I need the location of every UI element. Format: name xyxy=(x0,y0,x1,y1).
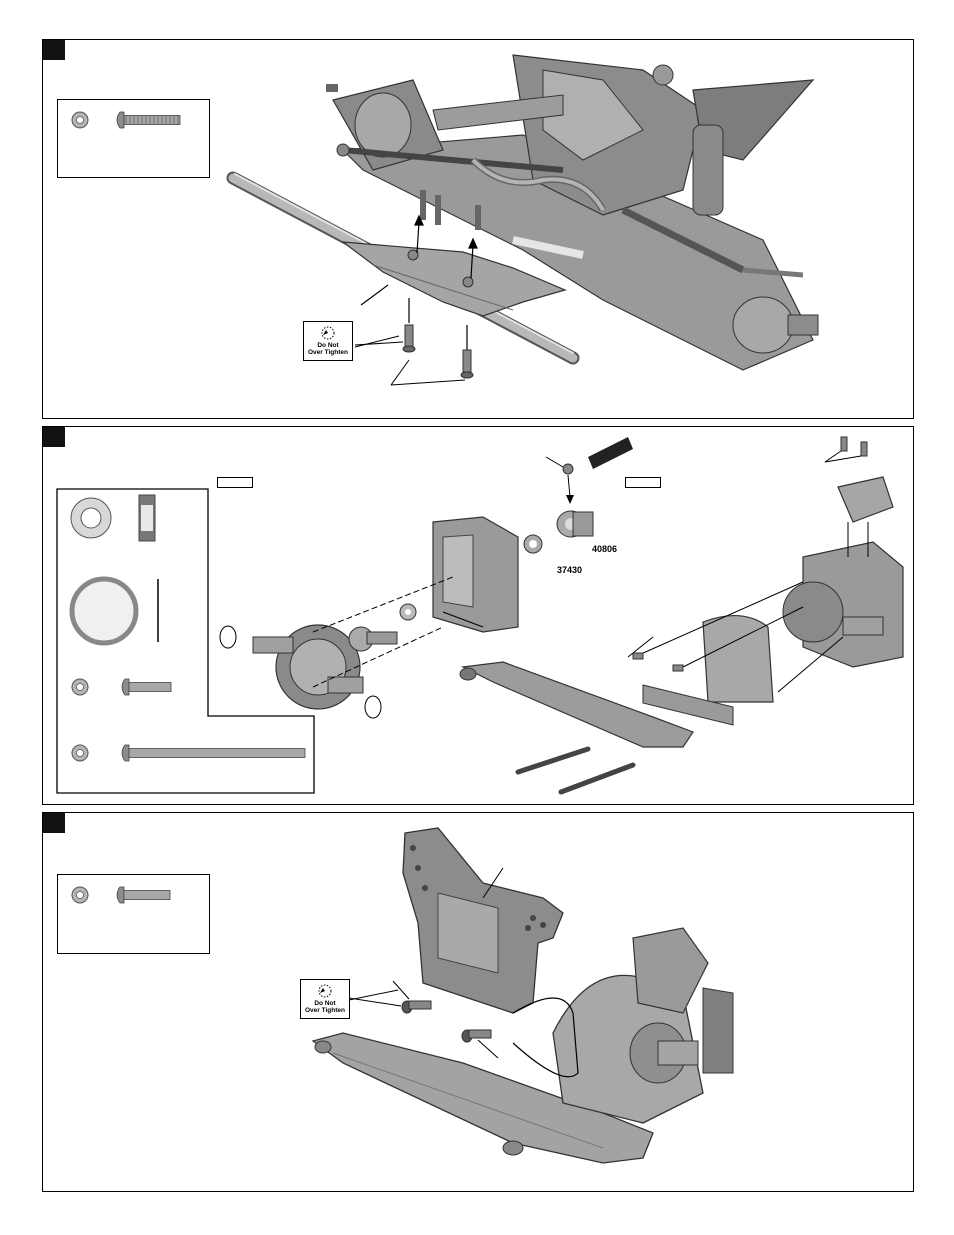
gearbox-cover xyxy=(703,616,773,702)
long-screws xyxy=(518,749,633,792)
assembled-gearbox-with-diff xyxy=(783,542,903,667)
warning-line-1: Do Not xyxy=(314,1000,335,1007)
step-3-do-not-over-tighten-note: Do Not Over Tighten xyxy=(300,979,350,1019)
step-3-panel: Do Not Over Tighten xyxy=(42,812,914,1192)
step-1-panel: Do Not Over Tighten xyxy=(42,39,914,419)
warning-line-2: Over Tighten xyxy=(305,1007,345,1014)
bracket-screws xyxy=(825,437,867,462)
step-1-do-not-over-tighten-note: Do Not Over Tighten xyxy=(303,321,353,361)
e-clip-right xyxy=(365,696,381,718)
step-2-differential-illustration xyxy=(43,427,915,806)
warning-line-2: Over Tighten xyxy=(308,349,348,356)
step-1-screws xyxy=(403,325,473,378)
e-clip-left xyxy=(220,626,236,648)
body-mount-bracket xyxy=(838,477,893,522)
warning-line-1: Do Not xyxy=(317,342,338,349)
tighten-dial-icon xyxy=(320,325,336,341)
callout-40806: 40806 xyxy=(592,544,617,554)
small-screws-right xyxy=(633,653,683,671)
gearbox-half xyxy=(433,517,518,632)
callout-37430: 37430 xyxy=(557,565,582,575)
pinion-gear xyxy=(349,627,397,651)
rear-shock-tower xyxy=(403,828,563,1013)
set-screw-and-allen-key xyxy=(546,437,633,504)
step-2-panel: 37430 40806 xyxy=(42,426,914,805)
bushing-40806 xyxy=(557,511,593,537)
tighten-dial-icon xyxy=(317,983,333,999)
pinion-bearing xyxy=(400,604,416,620)
step-1-rear-chassis-illustration xyxy=(43,40,915,420)
differential-assembly xyxy=(253,625,363,709)
gearbox-assembly xyxy=(553,928,733,1123)
bearing-37430 xyxy=(524,535,542,553)
warning-leader-lines xyxy=(349,990,401,1006)
rear-chassis-assembly xyxy=(326,55,818,370)
step-3-shock-tower-illustration xyxy=(43,813,915,1193)
